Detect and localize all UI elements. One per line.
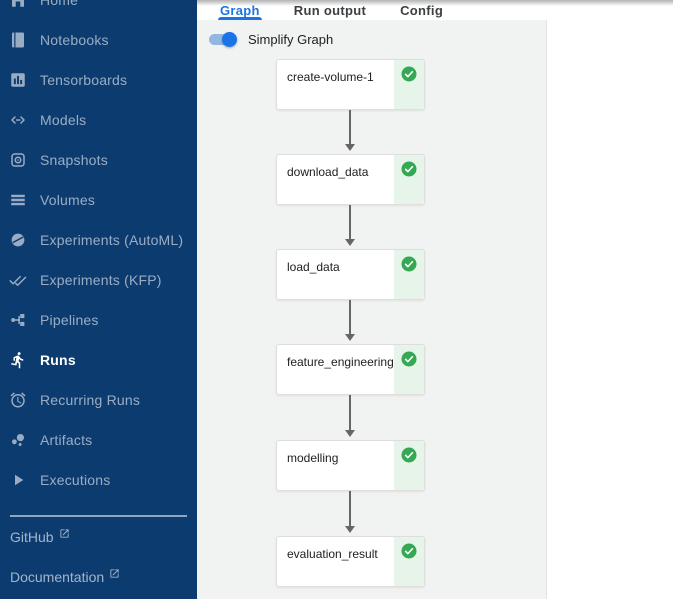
sidebar-item-label: Artifacts bbox=[40, 432, 93, 448]
sidebar-item-label: Experiments (KFP) bbox=[40, 272, 162, 288]
sidebar-item-home[interactable]: Home bbox=[0, 0, 197, 20]
toggle-knob bbox=[222, 32, 237, 47]
node-status bbox=[394, 60, 424, 109]
sidebar: Home Notebooks Tensorboards Models bbox=[0, 0, 197, 599]
node-status bbox=[394, 250, 424, 299]
github-link-label: GitHub bbox=[10, 529, 54, 545]
graph-node[interactable]: download_data bbox=[276, 154, 425, 205]
alarm-clock-icon bbox=[9, 391, 27, 409]
arrow-down bbox=[344, 395, 356, 437]
sidebar-item-label: Notebooks bbox=[40, 32, 109, 48]
node-status bbox=[394, 345, 424, 394]
success-icon bbox=[401, 543, 417, 559]
arrow-down bbox=[344, 110, 356, 151]
code-arrows-icon bbox=[9, 111, 27, 129]
sidebar-item-label: Volumes bbox=[40, 192, 96, 208]
success-icon bbox=[401, 66, 417, 82]
graph-node[interactable]: modelling bbox=[276, 440, 425, 491]
sidebar-item-label: Tensorboards bbox=[40, 72, 128, 88]
sidebar-item-label: Experiments (AutoML) bbox=[40, 232, 184, 248]
sidebar-item-snapshots[interactable]: Snapshots bbox=[0, 140, 197, 180]
running-person-icon bbox=[9, 351, 27, 369]
success-icon bbox=[401, 256, 417, 272]
sidebar-item-label: Runs bbox=[40, 352, 76, 368]
bubble-chart-icon bbox=[9, 431, 27, 449]
sidebar-item-artifacts[interactable]: Artifacts bbox=[0, 420, 197, 460]
node-status bbox=[394, 537, 424, 586]
sidebar-item-notebooks[interactable]: Notebooks bbox=[0, 20, 197, 60]
documentation-link-label: Documentation bbox=[10, 569, 105, 585]
sidebar-divider bbox=[10, 515, 187, 517]
simplify-graph-toggle[interactable] bbox=[209, 32, 237, 47]
success-icon bbox=[401, 351, 417, 367]
storage-icon bbox=[9, 191, 27, 209]
simplify-graph-row: Simplify Graph bbox=[207, 32, 333, 47]
arrow-down bbox=[344, 491, 356, 533]
node-label: feature_engineering bbox=[287, 355, 394, 369]
double-check-icon bbox=[9, 271, 27, 289]
tab-label: Run output bbox=[293, 2, 367, 18]
sidebar-item-label: Snapshots bbox=[40, 152, 108, 168]
node-label: modelling bbox=[287, 451, 339, 465]
sidebar-item-executions[interactable]: Executions bbox=[0, 460, 197, 500]
github-link[interactable]: GitHub bbox=[0, 517, 197, 557]
tab-config[interactable]: Config bbox=[383, 0, 460, 20]
node-label: evaluation_result bbox=[287, 547, 378, 561]
main-panel: Graph Run output Config Simplify Graph c… bbox=[197, 0, 673, 599]
sidebar-item-label: Models bbox=[40, 112, 87, 128]
notebook-icon bbox=[9, 31, 27, 49]
automl-experiments-icon bbox=[9, 231, 27, 249]
graph-node[interactable]: load_data bbox=[276, 249, 425, 300]
tab-graph[interactable]: Graph bbox=[203, 0, 277, 20]
node-label: create-volume-1 bbox=[287, 70, 374, 84]
arrow-down bbox=[344, 205, 356, 246]
external-link-icon bbox=[59, 528, 69, 538]
sidebar-item-label: Pipelines bbox=[40, 312, 99, 328]
success-icon bbox=[401, 161, 417, 177]
sidebar-item-runs[interactable]: Runs bbox=[0, 340, 197, 380]
sidebar-item-label: Executions bbox=[40, 472, 111, 488]
sidebar-item-experiments-automl[interactable]: Experiments (AutoML) bbox=[0, 220, 197, 260]
simplify-graph-label: Simplify Graph bbox=[248, 32, 334, 47]
sidebar-item-volumes[interactable]: Volumes bbox=[0, 180, 197, 220]
documentation-link[interactable]: Documentation bbox=[0, 557, 197, 597]
tab-label: Config bbox=[400, 2, 444, 18]
tab-bar: Graph Run output Config bbox=[197, 0, 673, 20]
node-label: download_data bbox=[287, 165, 369, 179]
sidebar-item-tensorboards[interactable]: Tensorboards bbox=[0, 60, 197, 100]
tab-run-output[interactable]: Run output bbox=[277, 0, 383, 20]
graph-node[interactable]: create-volume-1 bbox=[276, 59, 425, 110]
node-status bbox=[394, 155, 424, 204]
sidebar-item-recurring-runs[interactable]: Recurring Runs bbox=[0, 380, 197, 420]
home-icon bbox=[9, 0, 27, 9]
sidebar-item-experiments-kfp[interactable]: Experiments (KFP) bbox=[0, 260, 197, 300]
graph-node[interactable]: feature_engineering bbox=[276, 344, 425, 395]
node-status bbox=[394, 441, 424, 490]
arrow-down bbox=[344, 300, 356, 341]
sidebar-item-label: Home bbox=[40, 0, 79, 8]
sidebar-footer: GitHub Documentation bbox=[0, 515, 197, 597]
external-link-icon bbox=[110, 568, 119, 578]
sidebar-item-models[interactable]: Models bbox=[0, 100, 197, 140]
sidebar-item-label: Recurring Runs bbox=[40, 392, 141, 408]
node-label: load_data bbox=[287, 260, 340, 274]
success-icon bbox=[401, 447, 417, 463]
bar-chart-icon bbox=[9, 71, 27, 89]
graph-canvas: Simplify Graph create-volume-1 download_… bbox=[197, 20, 547, 599]
graph-node[interactable]: evaluation_result bbox=[276, 536, 425, 587]
snapshot-icon bbox=[9, 151, 27, 169]
sidebar-item-pipelines[interactable]: Pipelines bbox=[0, 300, 197, 340]
tab-label: Graph bbox=[220, 2, 260, 18]
play-icon bbox=[9, 471, 27, 489]
pipelines-icon bbox=[9, 311, 27, 329]
